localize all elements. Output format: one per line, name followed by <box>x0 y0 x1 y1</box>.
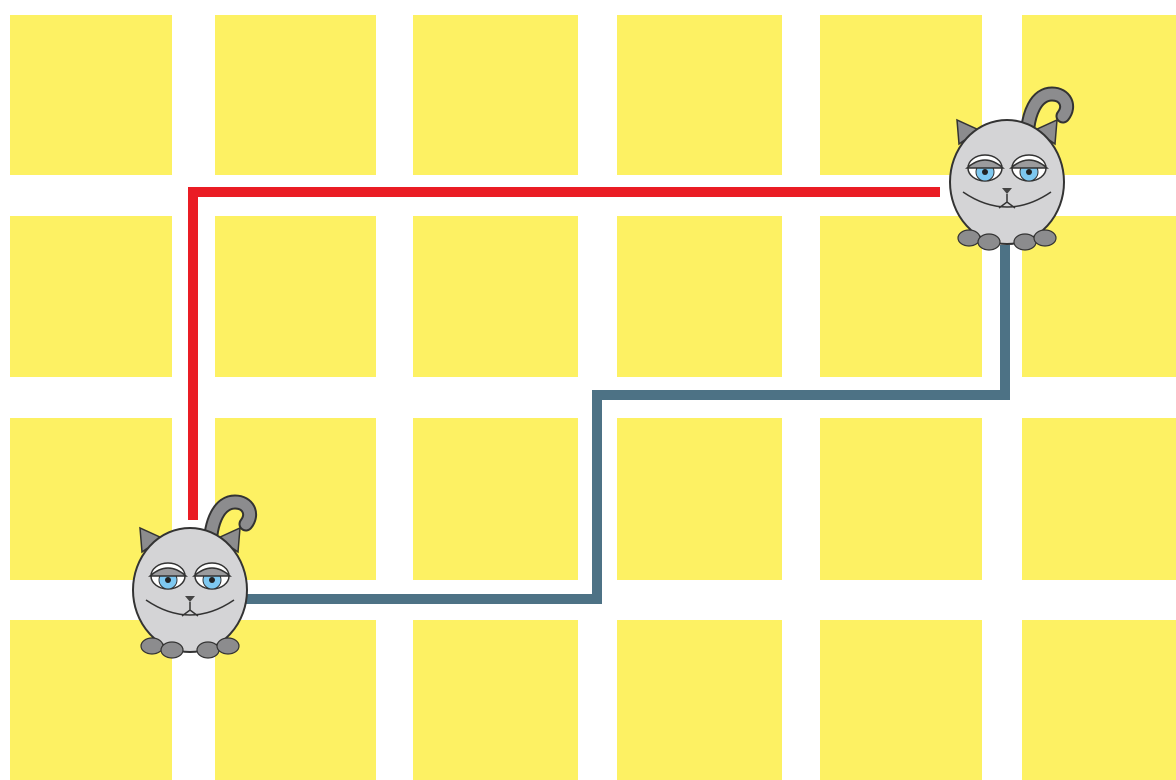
city-block <box>413 620 578 780</box>
city-block <box>413 216 578 377</box>
city-block <box>1022 620 1176 780</box>
city-block <box>820 620 982 780</box>
city-block <box>1022 418 1176 580</box>
city-block <box>617 418 782 580</box>
city-block <box>10 216 172 377</box>
city-block <box>215 15 376 175</box>
city-block <box>820 216 982 377</box>
city-block <box>413 15 578 175</box>
city-block <box>10 15 172 175</box>
city-block <box>617 620 782 780</box>
city-block <box>413 418 578 580</box>
city-block <box>215 216 376 377</box>
city-block <box>617 15 782 175</box>
city-block <box>617 216 782 377</box>
city-block <box>820 418 982 580</box>
